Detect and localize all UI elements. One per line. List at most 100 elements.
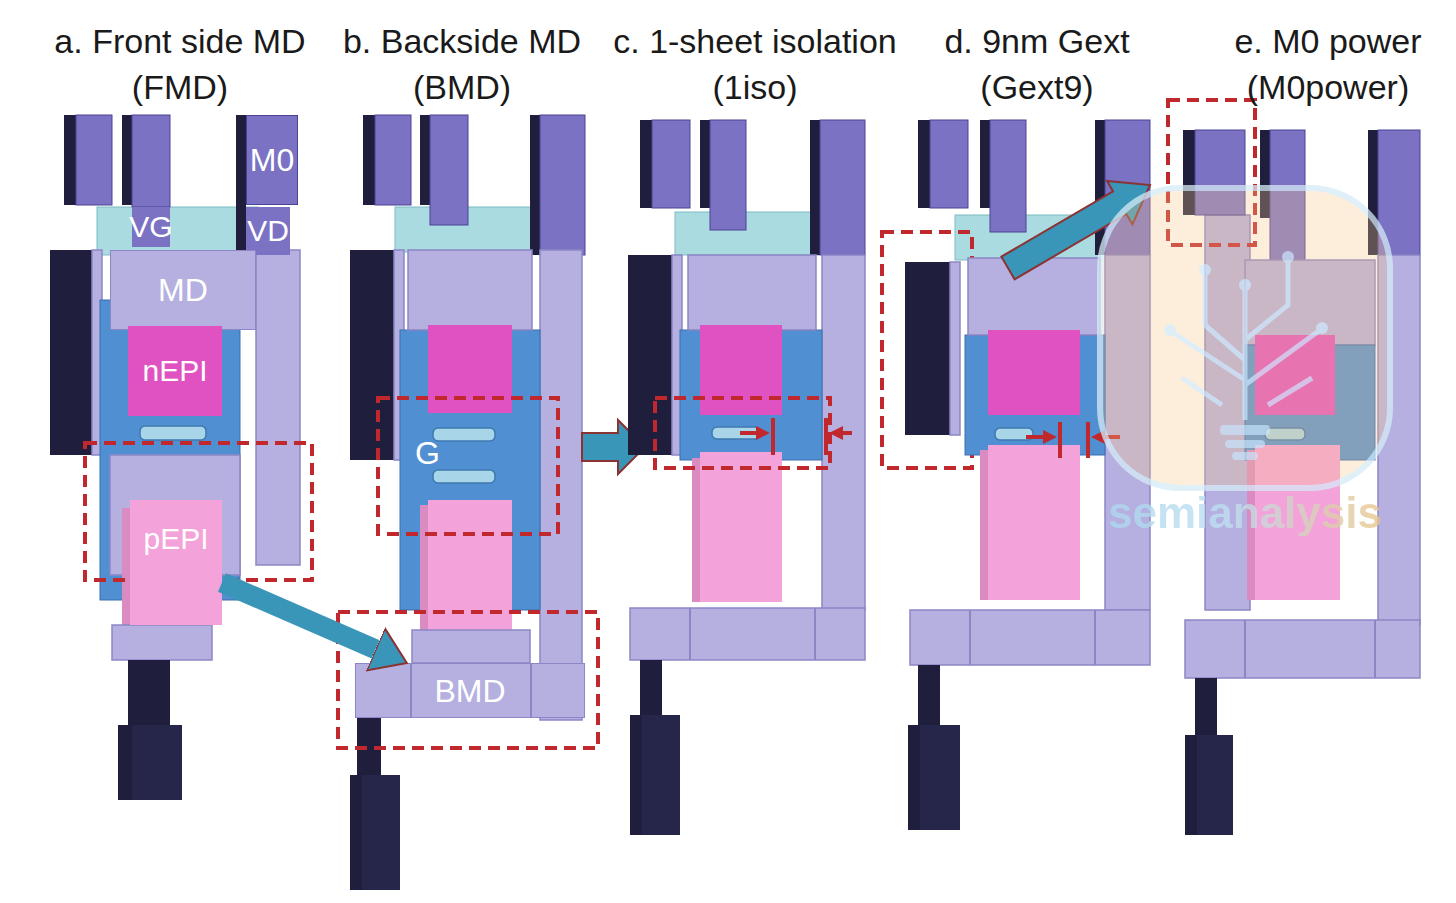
metal-side [1368,130,1378,255]
watermark-badge [1100,188,1390,488]
drain-column [256,250,300,565]
contact-block [968,258,1100,335]
gate-via: VG [132,207,170,247]
backside-metal [920,725,960,830]
epi-side [122,508,130,625]
gate-contact-plate [905,262,950,435]
watermark-outline [1100,188,1390,488]
backside-metal [642,715,680,835]
slab-divider [1244,620,1246,678]
metal-block [430,115,468,225]
backside-metal [132,725,182,800]
drain-column [540,250,582,720]
slab-divider [1374,620,1376,678]
backside-contact: BMD [355,663,585,718]
metal-block [1270,130,1305,260]
highlight-box [882,232,972,468]
drain-column [1105,255,1150,610]
node-label: MD [158,274,208,306]
contact-block: MD [110,250,256,330]
backside-metal-side [350,775,362,890]
epi-side [692,458,700,602]
metal-block [1378,130,1420,255]
backside-metal-side [908,725,920,830]
metal-side [420,115,430,205]
metal-side [530,115,540,255]
backside-via [640,660,662,720]
watermark-bulb-base [1232,452,1258,460]
dimension-arrow [841,431,852,435]
dimension-bar [824,418,828,455]
node-label: M0 [250,144,294,176]
metal-block [375,115,411,205]
nanosheet [433,428,495,441]
panel-title: b. Backside MD (BMD) [327,18,597,110]
n-epi-region [1255,335,1335,415]
watermark-dot [1164,324,1176,336]
metal-side [363,115,375,205]
step-arrow [1001,181,1150,279]
contact-block [688,255,816,330]
backside-metal [1197,735,1233,835]
dimension-bar [1086,422,1090,458]
gate-via-layer [395,207,545,252]
backside-contact [1185,620,1420,678]
metal-block [652,120,690,208]
metal-block [1195,130,1245,215]
metal-block [132,115,170,207]
gate-contact-plate [50,250,92,455]
highlight-box [1168,100,1255,245]
nanosheet [433,470,495,483]
highlight-box [655,398,830,468]
metal-block [990,120,1026,232]
panel-title: d. 9nm Gext (Gext9) [927,18,1147,110]
backside-metal [362,775,400,890]
watermark-dot [1316,322,1328,334]
node-label: nEPI [142,356,207,386]
watermark-dot [1239,279,1251,291]
metal-side [700,120,710,208]
watermark-bulb-base [1220,425,1270,435]
node-label: VD [247,216,289,246]
epi-side [980,450,988,600]
contact-block [1245,260,1375,345]
metal-side [810,120,820,255]
n-epi-region [700,325,782,415]
metal-side [640,120,652,208]
node-label: VG [129,212,172,242]
contact-slab [412,630,530,663]
watermark-bulb-base [1225,440,1265,448]
contact-slab [112,625,212,660]
watermark-text: semianalysis [1080,490,1410,536]
dimension-bar [771,418,775,455]
backside-contact [630,608,865,660]
node-label: pEPI [143,524,208,554]
nanosheet [1265,428,1305,440]
nanosheet [140,426,206,440]
metal-side [236,115,246,255]
n-epi-region: nEPI [128,326,222,416]
metal-block [76,115,112,205]
metal-block: M0 [246,115,298,205]
dimension-arrow [1103,435,1120,439]
gate-via-layer [675,212,820,255]
p-epi-region: pEPI [130,500,222,625]
slab-divider [689,608,691,660]
drain-via: VD [246,207,290,255]
panel-title: e. M0 power (M0power) [1218,18,1438,110]
panel-title: a. Front side MD (FMD) [30,18,330,110]
slab-divider [1094,610,1096,665]
backside-metal-side [630,715,642,835]
power-column [1205,215,1250,610]
gate-via-layer [97,207,258,255]
backside-via [918,665,940,727]
gate-region: G [405,392,555,514]
metal-side [1260,130,1270,218]
backside-via [128,660,170,730]
watermark-tree [1172,262,1320,420]
gate-contact-plate [628,255,672,455]
metal-side [980,120,990,208]
